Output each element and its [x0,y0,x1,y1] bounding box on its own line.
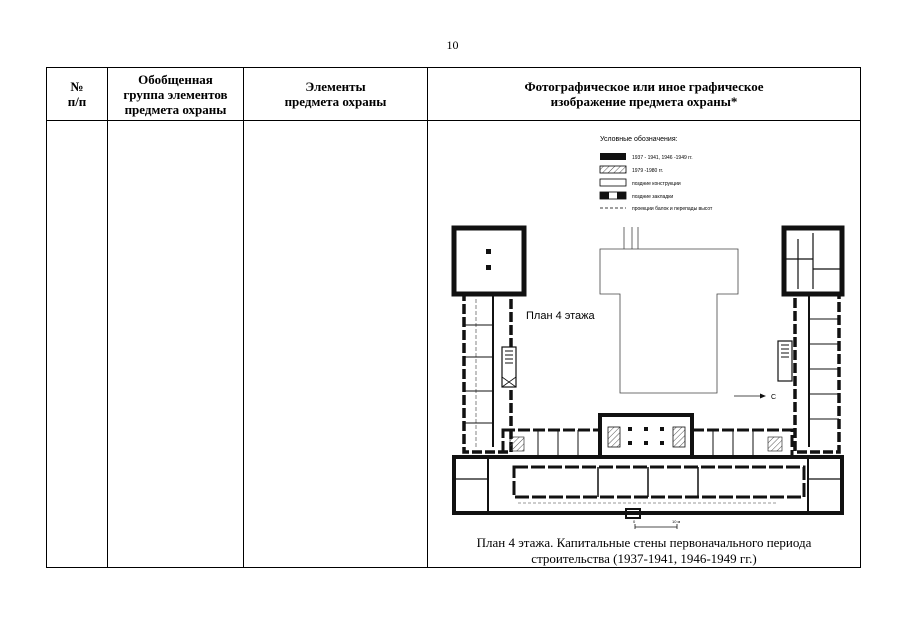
legend-item-1: 1937 - 1941, 1946 -1949 гг. [632,155,693,161]
cell-num [46,120,108,568]
legend-item-3: поздние конструкции [632,181,681,187]
figure-caption: План 4 этажа. Капитальные стены первонач… [476,535,812,566]
floor-plan-drawing: Условные обозначения: 1937 - 1941, 1946 … [451,135,845,529]
table-header-row: № п/п Обобщенная группа элементов предме… [46,67,861,121]
protection-table: № п/п Обобщенная группа элементов предме… [46,67,861,568]
legend-swatch-empty [599,178,627,187]
central-wing [598,413,694,459]
legend-title: Условные обозначения: [600,135,678,143]
north-arrow: С [734,393,776,401]
header-group: Обобщенная группа элементов предмета охр… [107,67,244,121]
cell-image: Условные обозначения: 1937 - 1941, 1946 … [427,120,861,568]
legend: Условные обозначения: 1937 - 1941, 1946 … [599,135,713,212]
cell-elements [243,120,428,568]
legend-item-2: 1979 -1980 гг. [632,168,663,174]
legend-item-5: проекции балок и перепады высот [632,206,713,212]
scale-zero: 0 [633,519,636,524]
legend-swatch-hatched [599,165,627,174]
table-row: Условные обозначения: 1937 - 1941, 1946 … [46,120,861,568]
header-image: Фотографическое или иное графическое изо… [427,67,861,121]
left-wing [451,225,527,454]
main-corridor [452,428,844,519]
legend-item-4: поздние закладки [632,194,673,200]
legend-swatch-solid [600,153,626,160]
right-wing [777,225,845,454]
cell-group [107,120,244,568]
north-label: С [771,394,776,401]
header-num: № п/п [46,67,108,121]
page-number: 10 [446,38,459,52]
header-elements: Элементы предмета охраны [243,67,428,121]
late-structure-outline [599,248,739,394]
scale-ten: 10 м [672,519,681,524]
scale-bar: 0 10 м [633,519,681,529]
plan-title: План 4 этажа [526,310,596,322]
